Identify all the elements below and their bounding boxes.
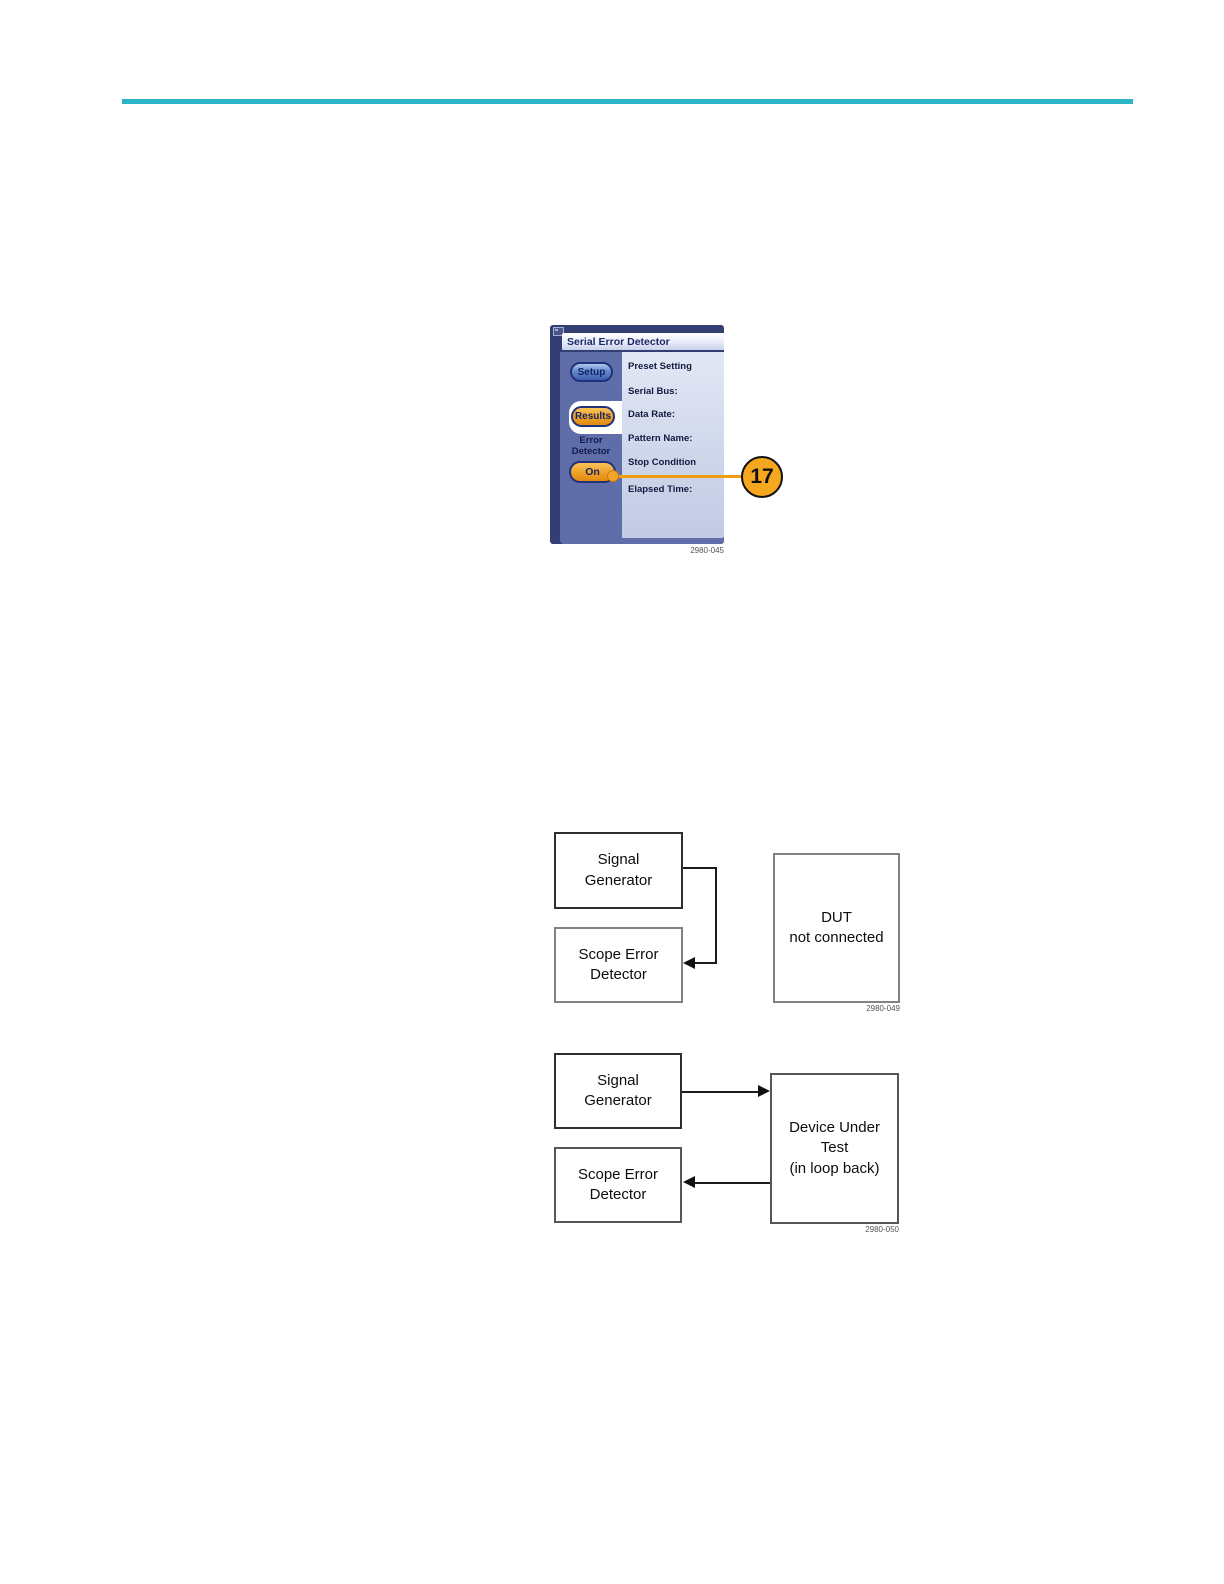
serial-error-detector-panel: Serial Error Detector Setup Results Erro…: [550, 325, 724, 544]
field-label-stop-condition: Stop Condition: [628, 457, 697, 468]
device-under-test-box: Device Under Test (in loop back): [770, 1073, 899, 1224]
connector-line: [695, 1182, 770, 1184]
window-controls-icon: [553, 327, 564, 336]
section-divider-rule: [122, 99, 1133, 104]
connector-line: [715, 867, 717, 964]
setup-button[interactable]: Setup: [570, 362, 613, 382]
scope-error-detector-box: Scope Error Detector: [554, 1147, 682, 1223]
connector-line: [683, 867, 717, 869]
field-label-serial-bus: Serial Bus:: [628, 386, 678, 397]
arrowhead-right: [758, 1085, 770, 1097]
panel-content: [622, 352, 724, 538]
results-button[interactable]: Results: [571, 406, 615, 427]
callout-number-badge: 17: [741, 456, 783, 498]
scope-error-detector-box: Scope Error Detector: [554, 927, 683, 1003]
signal-generator-box: Signal Generator: [554, 1053, 682, 1129]
connector-line: [695, 962, 717, 964]
connector-line: [682, 1091, 758, 1093]
arrowhead-left: [683, 1176, 695, 1188]
dut-not-connected-box: DUT not connected: [773, 853, 900, 1003]
field-label-elapsed-time: Elapsed Time:: [628, 484, 693, 495]
arrowhead-left: [683, 957, 695, 969]
error-detector-label: Error Detector: [571, 435, 611, 458]
panel-sidebar: [560, 352, 622, 544]
figure-caption: 2980-050: [865, 1225, 899, 1234]
field-label-data-rate: Data Rate:: [628, 409, 675, 420]
callout-line: [612, 475, 744, 478]
figure-caption: 2980-045: [690, 546, 724, 555]
signal-generator-box: Signal Generator: [554, 832, 683, 909]
callout-anchor-dot: [607, 470, 619, 482]
panel-title: Serial Error Detector: [562, 333, 724, 350]
panel-bottom-strip: [622, 538, 724, 544]
figure-caption: 2980-049: [866, 1004, 900, 1013]
field-label-pattern-name: Pattern Name:: [628, 433, 693, 444]
field-label-preset-setting: Preset Setting: [628, 361, 692, 372]
